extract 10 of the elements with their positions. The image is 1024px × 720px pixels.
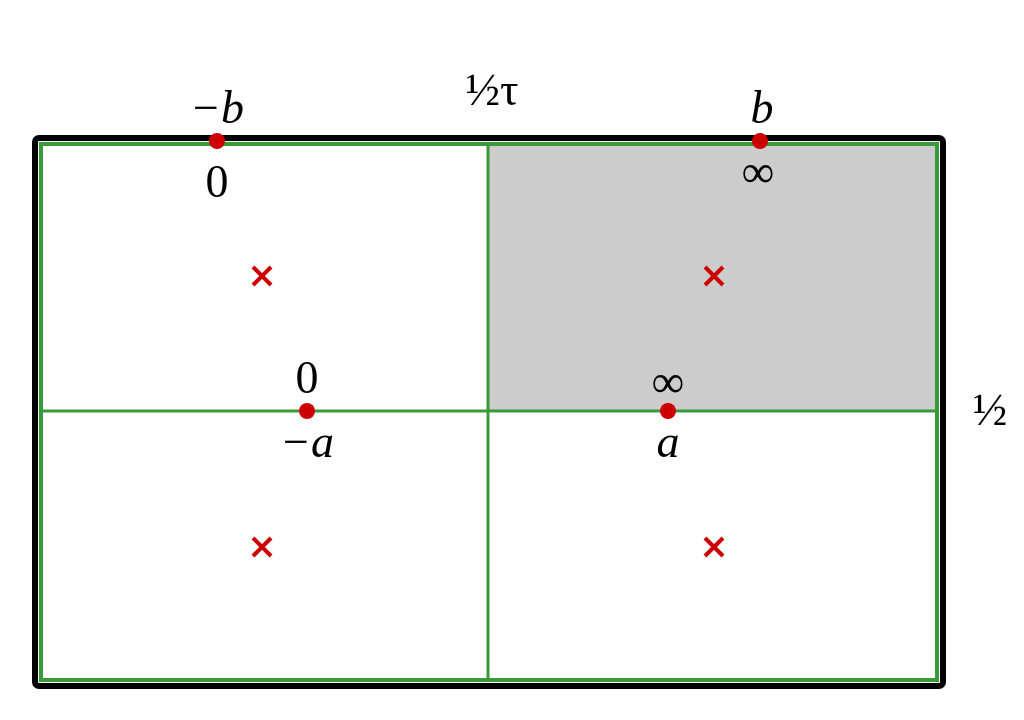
math-label: −a: [280, 419, 334, 465]
math-label: ∞: [651, 359, 685, 405]
math-label: −b: [190, 85, 244, 131]
math-label: 0: [295, 355, 319, 401]
math-label: a: [656, 419, 680, 465]
math-label: ½: [972, 387, 1008, 433]
math-label: 0: [205, 159, 229, 205]
math-label: ½τ: [465, 67, 519, 113]
math-label: ∞: [741, 149, 775, 195]
math-label: b: [750, 85, 774, 131]
